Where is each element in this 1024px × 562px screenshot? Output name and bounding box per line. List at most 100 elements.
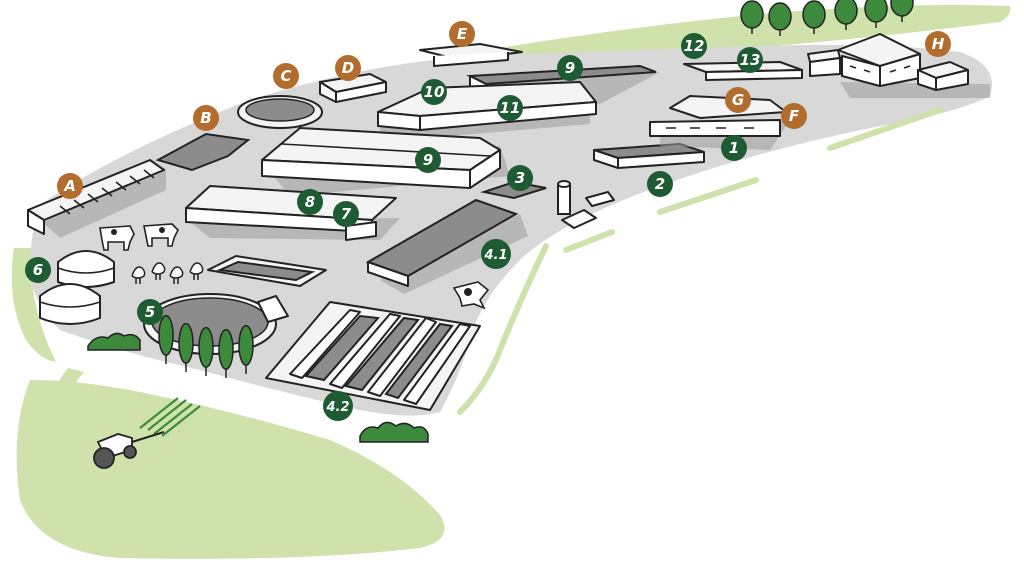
marker-E-circle bbox=[449, 21, 475, 47]
marker-12[interactable]: 12 bbox=[681, 33, 707, 59]
marker-11-label: 11 bbox=[500, 99, 521, 117]
marker-C[interactable]: C bbox=[273, 63, 299, 89]
clamps-wall-2 bbox=[329, 313, 401, 389]
marker-11[interactable]: 11 bbox=[497, 95, 523, 121]
marker-4-2-circle bbox=[323, 391, 353, 421]
marker-9-large-label: 9 bbox=[423, 151, 433, 169]
biogas-domes bbox=[39, 250, 115, 325]
tree-icon bbox=[218, 328, 234, 378]
marker-5-circle bbox=[137, 299, 163, 325]
marker-B[interactable]: B bbox=[193, 105, 219, 131]
tractor-spray-lines bbox=[139, 397, 201, 437]
cow-body bbox=[143, 223, 179, 247]
cow-icon bbox=[99, 225, 135, 251]
cow-spot bbox=[111, 229, 117, 235]
marker-A[interactable]: A bbox=[57, 173, 83, 199]
marker-F-circle bbox=[781, 103, 807, 129]
slurry-pit-fill bbox=[216, 260, 316, 282]
silo-top bbox=[557, 180, 571, 188]
tree-icon bbox=[178, 322, 194, 372]
tree-icon bbox=[864, 0, 888, 28]
road-stripes bbox=[457, 107, 943, 415]
container-1 bbox=[561, 209, 597, 229]
marker-9-large[interactable]: 9 bbox=[415, 147, 441, 173]
tree-icon bbox=[890, 0, 914, 22]
building-E-walls bbox=[433, 52, 509, 67]
building-2 bbox=[593, 142, 705, 169]
marker-H-label: H bbox=[932, 35, 945, 53]
marker-4-1-circle bbox=[481, 239, 511, 269]
marker-F-label: F bbox=[789, 107, 800, 125]
slurry-pit bbox=[207, 255, 327, 287]
marker-13[interactable]: 13 bbox=[737, 47, 763, 73]
badges-green: 1 2 3 4.1 4.2 5 6 7 8 9 9 10 11 12 13 bbox=[25, 33, 763, 421]
marker-B-circle bbox=[193, 105, 219, 131]
marker-C-circle bbox=[273, 63, 299, 89]
marker-B-label: B bbox=[200, 109, 211, 127]
hedge-left-shape bbox=[87, 332, 141, 351]
barn-8-7-annex bbox=[345, 221, 377, 241]
marker-9-top[interactable]: 9 bbox=[557, 55, 583, 81]
marker-4-1[interactable]: 4.1 bbox=[481, 239, 511, 269]
marker-10-circle bbox=[421, 79, 447, 105]
clamps-wall-4 bbox=[403, 323, 471, 405]
biogas-dome-2 bbox=[39, 283, 101, 325]
tree-crown bbox=[198, 326, 214, 368]
small-house-wall bbox=[809, 57, 841, 77]
marker-F[interactable]: F bbox=[781, 103, 807, 129]
hedge-left bbox=[87, 332, 141, 351]
tractor-icon bbox=[93, 397, 201, 469]
tree-crown bbox=[178, 322, 194, 364]
marker-3[interactable]: 3 bbox=[507, 165, 533, 191]
containers bbox=[561, 191, 615, 229]
marker-2-label: 2 bbox=[655, 175, 665, 193]
marker-A-circle bbox=[57, 173, 83, 199]
marker-8-label: 8 bbox=[305, 193, 315, 211]
stripe-1 bbox=[657, 177, 759, 215]
field-strip-left bbox=[11, 248, 56, 362]
tractor-wheel-small bbox=[123, 445, 137, 459]
marker-G-circle bbox=[725, 87, 751, 113]
tree-icon bbox=[158, 314, 174, 364]
cow-body bbox=[452, 281, 490, 310]
building-B-lagoon bbox=[155, 132, 251, 172]
shed-4-1-shadow bbox=[380, 214, 528, 294]
tree-crown bbox=[768, 2, 792, 31]
marker-6-circle bbox=[25, 257, 51, 283]
marker-1[interactable]: 1 bbox=[721, 135, 747, 161]
marker-12-circle bbox=[681, 33, 707, 59]
tank-5-cover bbox=[257, 295, 289, 323]
marker-8[interactable]: 8 bbox=[297, 189, 323, 215]
marker-12-label: 12 bbox=[684, 37, 705, 55]
tank-C-slurry bbox=[245, 98, 315, 122]
marker-5[interactable]: 5 bbox=[137, 299, 163, 325]
tree-icon bbox=[802, 0, 826, 34]
marker-10[interactable]: 10 bbox=[421, 79, 447, 105]
clamps-fill-1 bbox=[304, 314, 381, 382]
marker-2[interactable]: 2 bbox=[647, 171, 673, 197]
marker-D[interactable]: D bbox=[335, 55, 361, 81]
building-A-hatch bbox=[59, 169, 155, 215]
marker-1-label: 1 bbox=[729, 139, 739, 157]
field-bottom-left bbox=[16, 380, 445, 559]
marker-E[interactable]: E bbox=[449, 21, 475, 47]
building-A-front bbox=[27, 209, 45, 235]
tree-icon bbox=[740, 0, 764, 34]
marker-7[interactable]: 7 bbox=[333, 201, 359, 227]
chickens bbox=[131, 262, 204, 284]
marker-H[interactable]: H bbox=[925, 31, 951, 57]
shed-4-1-front bbox=[367, 261, 409, 287]
marker-4-2[interactable]: 4.2 bbox=[323, 391, 353, 421]
cow-icon bbox=[143, 223, 179, 247]
marker-H-circle bbox=[925, 31, 951, 57]
marker-6[interactable]: 6 bbox=[25, 257, 51, 283]
tree-icon bbox=[198, 326, 214, 376]
tree-crown bbox=[740, 0, 764, 29]
silo-body bbox=[557, 183, 571, 215]
clamps-wall-3 bbox=[367, 317, 437, 397]
tree-crown bbox=[238, 324, 254, 366]
chicken-icon bbox=[151, 262, 166, 280]
marker-G[interactable]: G bbox=[725, 87, 751, 113]
marker-1-circle bbox=[721, 135, 747, 161]
clamps-wall-1 bbox=[289, 309, 361, 379]
